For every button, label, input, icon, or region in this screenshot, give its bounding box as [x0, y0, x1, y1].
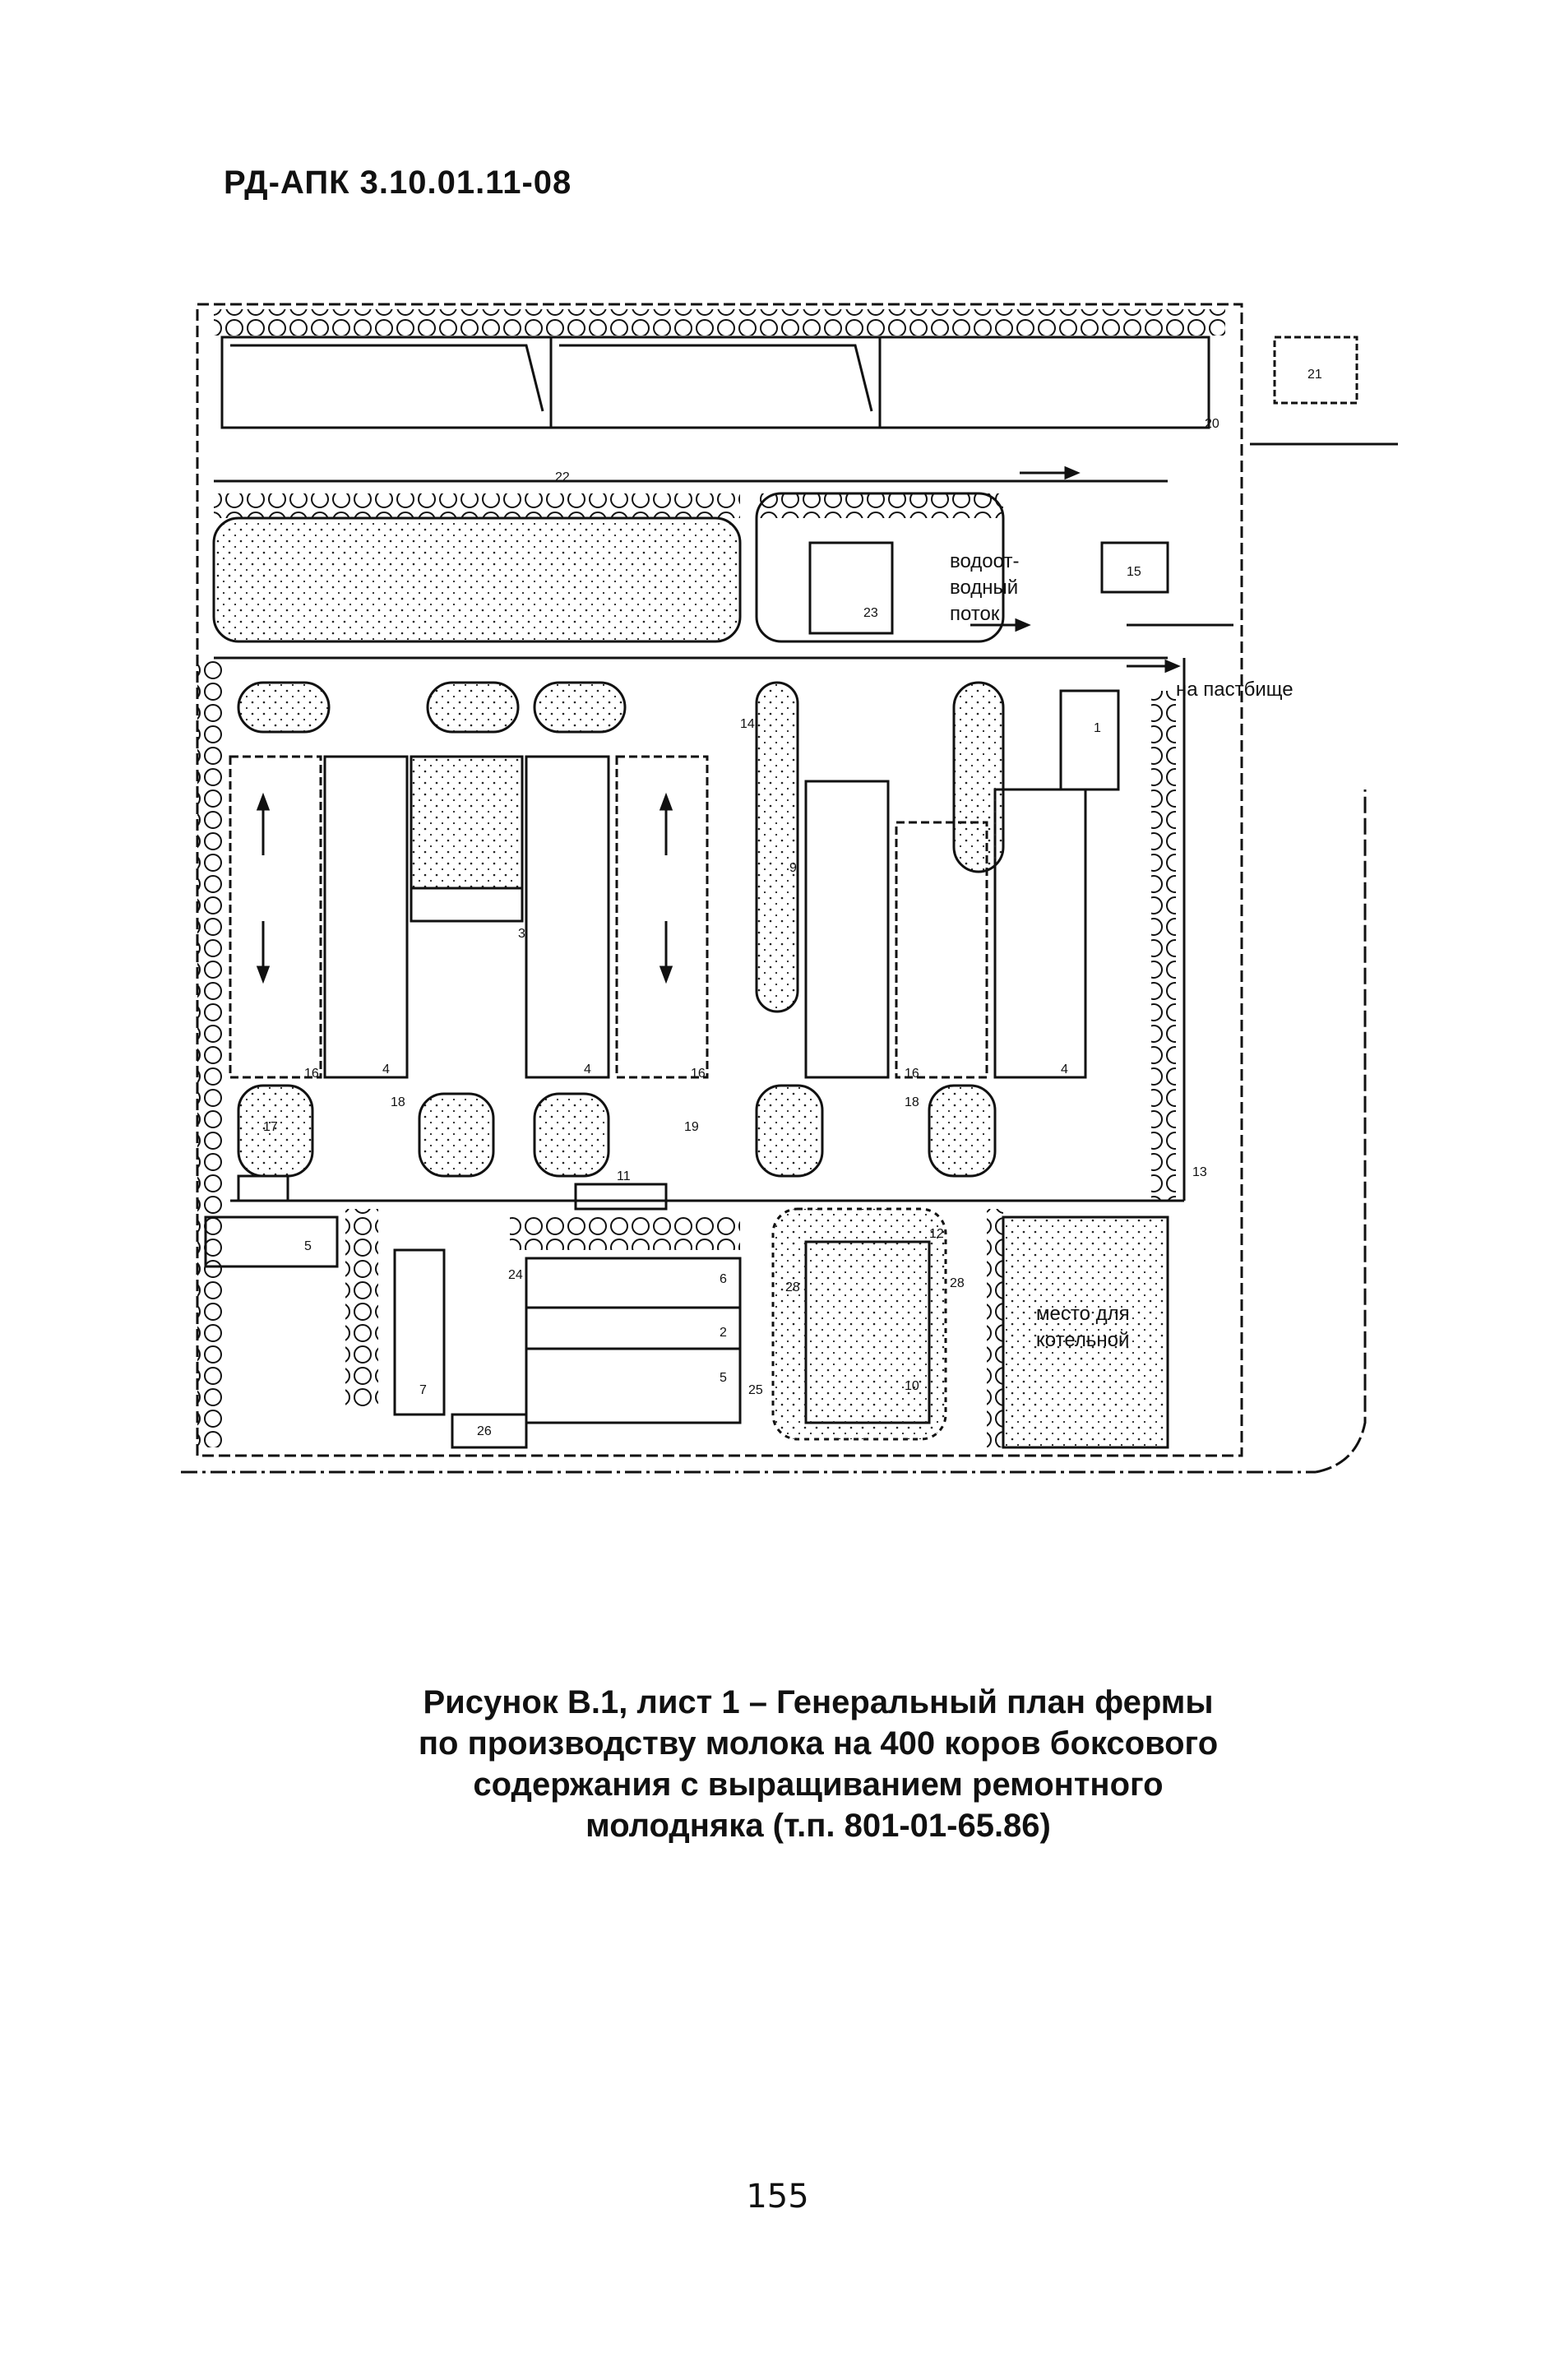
building-7	[393, 1248, 446, 1416]
caption-line-2: по производству молока на 400 коров бокс…	[418, 1725, 1219, 1762]
num-28a: 28	[785, 1280, 800, 1294]
num-10: 10	[905, 1379, 919, 1393]
num-16a: 16	[304, 1067, 319, 1081]
barn-1	[323, 755, 409, 1079]
num-21: 21	[1307, 368, 1322, 382]
num-18a: 18	[391, 1095, 405, 1109]
num-5: 5	[304, 1239, 312, 1253]
num-18b: 18	[905, 1095, 919, 1109]
farm-site-plan: водоот- водный поток на пастбище место д…	[181, 303, 1398, 1474]
drain-label-3: поток	[950, 603, 1000, 625]
num-17: 17	[263, 1120, 278, 1134]
figure-caption: Рисунок В.1, лист 1 – Генеральный план ф…	[312, 1682, 1324, 1846]
pasture-label: на пастбище	[1176, 678, 1294, 701]
building-26	[451, 1413, 528, 1449]
num-6: 6	[720, 1272, 727, 1286]
num-4b: 4	[584, 1063, 591, 1077]
num-12: 12	[929, 1227, 944, 1241]
num-4c: 4	[1061, 1063, 1068, 1077]
num-19: 19	[684, 1120, 699, 1134]
tree-belt-top	[214, 309, 1225, 336]
num-14: 14	[740, 717, 755, 731]
num-22: 22	[555, 470, 570, 484]
num-2: 2	[720, 1326, 727, 1340]
building-6	[1059, 689, 1120, 791]
boiler-label-2: котельной	[1036, 1329, 1129, 1351]
boiler-label-1: место для	[1036, 1303, 1130, 1325]
num-26: 26	[477, 1424, 492, 1438]
building-5	[204, 1215, 339, 1268]
barn-2	[525, 755, 610, 1079]
num-1: 1	[1094, 721, 1101, 735]
num-5b: 5	[720, 1371, 727, 1385]
num-16b: 16	[691, 1067, 706, 1081]
building-23	[808, 541, 894, 635]
num-7: 7	[419, 1383, 427, 1397]
page-number: 155	[746, 2178, 809, 2216]
num-20: 20	[1205, 417, 1219, 431]
num-9: 9	[789, 861, 797, 875]
num-16c: 16	[905, 1067, 919, 1081]
num-24: 24	[508, 1268, 523, 1282]
building-8	[525, 1257, 742, 1424]
drain-label-1: водоот-	[950, 550, 1019, 572]
num-4a: 4	[382, 1063, 390, 1077]
building-11	[574, 1183, 668, 1211]
barn-4	[993, 788, 1087, 1079]
caption-line-3: содержания с выращиванием ремонтного	[473, 1766, 1164, 1803]
document-code: РД-АПК 3.10.01.11-08	[224, 164, 572, 201]
num-11: 11	[617, 1169, 631, 1183]
num-3: 3	[518, 927, 525, 941]
caption-line-1: Рисунок В.1, лист 1 – Генеральный план ф…	[423, 1684, 1214, 1720]
barn-top	[220, 336, 1210, 429]
num-28b: 28	[950, 1276, 965, 1290]
num-25: 25	[748, 1383, 763, 1397]
boiler-site	[1002, 1215, 1169, 1449]
num-23: 23	[863, 606, 878, 620]
num-15: 15	[1127, 565, 1141, 579]
barn-3	[804, 780, 890, 1079]
drain-label-2: водный	[950, 576, 1018, 599]
caption-line-4: молодняка (т.п. 801-01-65.86)	[585, 1808, 1051, 1844]
building-15	[1100, 541, 1169, 594]
num-13: 13	[1192, 1165, 1207, 1179]
